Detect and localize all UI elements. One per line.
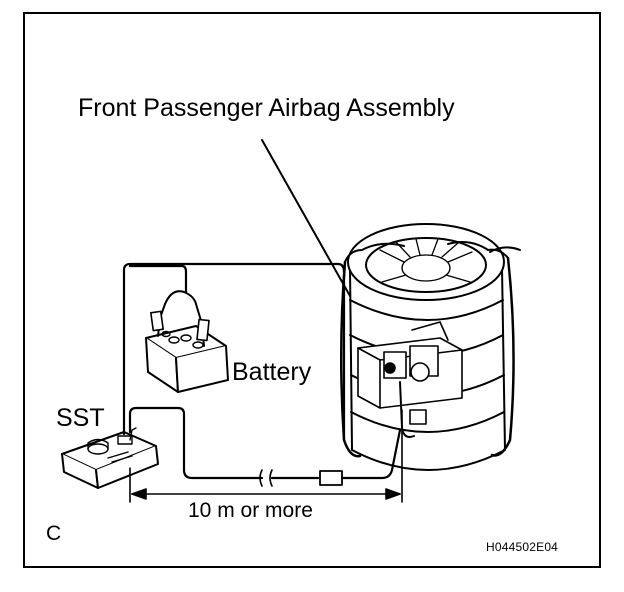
distance-label: 10 m or more: [188, 499, 313, 522]
figure-code: H044502E04: [486, 540, 559, 554]
battery-drawing: [145, 290, 229, 393]
airbag-label: Front Passenger Airbag Assembly: [78, 94, 455, 122]
sst-label: SST: [56, 404, 105, 432]
battery-label: Battery: [232, 358, 312, 386]
distance-dimension: [129, 409, 403, 503]
sst-tool: [61, 427, 159, 489]
corner-letter: C: [46, 522, 62, 545]
diagram-frame: [23, 12, 601, 568]
wiring: [122, 262, 402, 487]
tire-with-airbag: [339, 223, 521, 471]
